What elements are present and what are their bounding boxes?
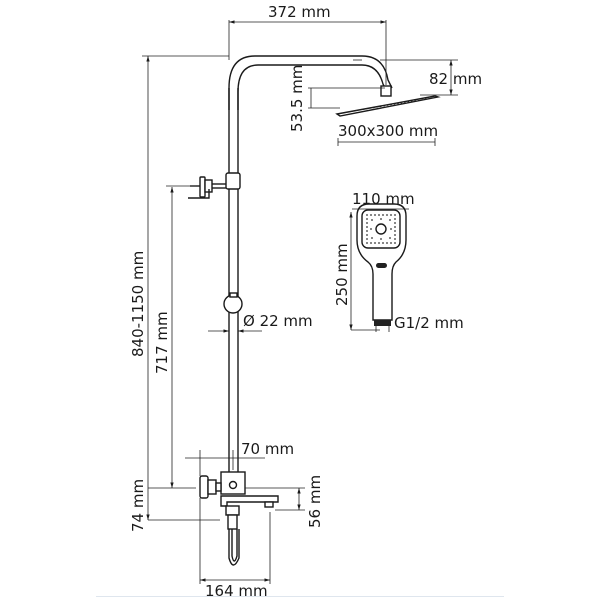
dim-head-height: 53.5 mm bbox=[288, 65, 306, 132]
dim-hand-thread: G1/2 mm bbox=[394, 314, 464, 332]
nozzle-dots bbox=[366, 214, 396, 244]
dim-head-offset: 82 mm bbox=[429, 70, 482, 88]
dim-hand-length: 250 mm bbox=[333, 243, 351, 306]
shower-column bbox=[228, 55, 393, 476]
dim-mixer-height: 74 mm bbox=[129, 479, 147, 532]
dim-base-width: 164 mm bbox=[205, 582, 268, 600]
dim-holder-height: 717 mm bbox=[153, 311, 171, 374]
rain-shower-head bbox=[335, 85, 441, 117]
pipe-holder bbox=[188, 172, 241, 199]
dimension-lines bbox=[142, 20, 458, 584]
hand-shower bbox=[356, 203, 407, 332]
dim-arm-length: 372 mm bbox=[268, 3, 331, 21]
dim-head-size: 300x300 mm bbox=[338, 122, 438, 140]
dim-pipe-diameter: Ø 22 mm bbox=[243, 312, 313, 330]
hand-shower-holder bbox=[223, 292, 243, 314]
dim-spout-drop: 56 mm bbox=[306, 475, 324, 528]
dim-total-height: 840-1150 mm bbox=[129, 251, 147, 357]
divider bbox=[96, 596, 504, 597]
mixer bbox=[199, 471, 279, 566]
dim-mixer-offset: 70 mm bbox=[241, 440, 294, 458]
dim-hand-width: 110 mm bbox=[352, 190, 415, 208]
